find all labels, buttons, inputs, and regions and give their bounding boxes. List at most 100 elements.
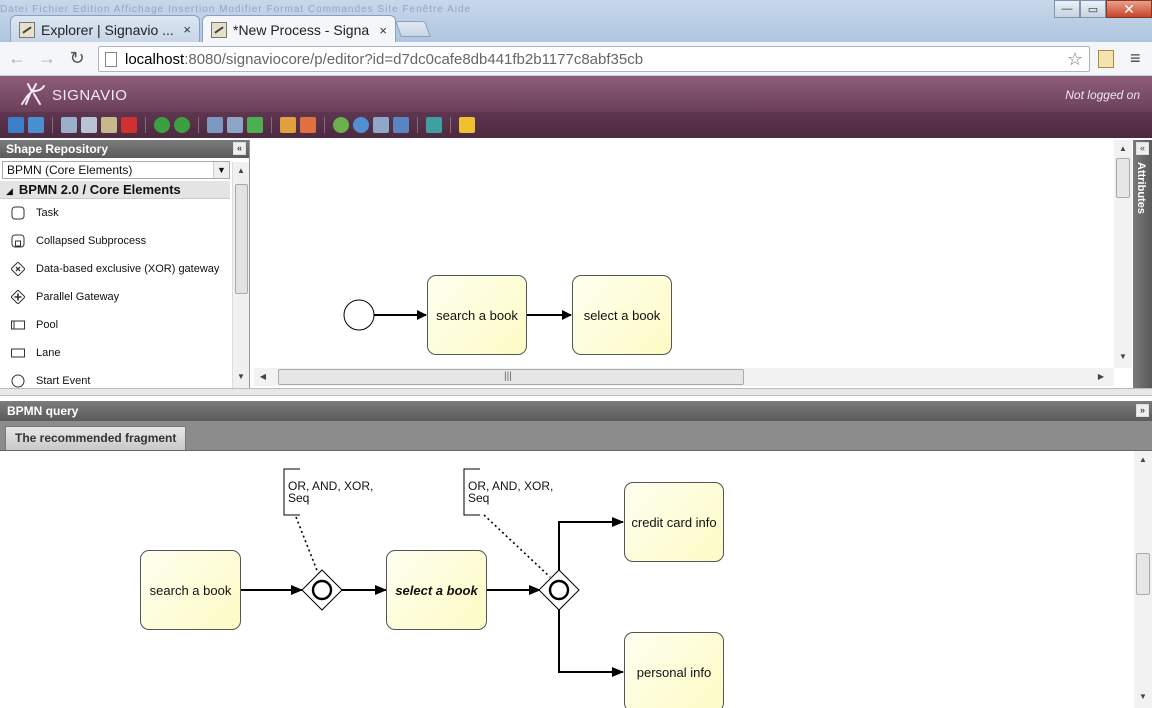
browser-menu-icon[interactable]: ≡ [1130, 48, 1141, 68]
maximize-button[interactable]: ▭ [1080, 0, 1106, 18]
fragment-task-select-a-book[interactable]: select a book [386, 550, 487, 630]
ungroup-icon[interactable] [300, 117, 316, 133]
align-left-icon[interactable] [207, 117, 223, 133]
login-status[interactable]: Not logged on [1065, 88, 1140, 102]
page-icon [105, 51, 117, 67]
toolbar-separator [145, 117, 146, 133]
group-icon[interactable] [280, 117, 296, 133]
shape-item-task[interactable]: Task [0, 199, 230, 227]
reload-button[interactable]: ↻ [69, 48, 85, 68]
expand-panel-button[interactable]: « [1136, 142, 1149, 155]
collapse-panel-button[interactable]: « [233, 142, 246, 155]
address-bar[interactable]: localhost:8080/signaviocore/p/editor?id=… [98, 46, 1090, 72]
cut-icon[interactable] [61, 117, 77, 133]
query-tab-strip: The recommended fragment [0, 421, 1152, 451]
collapse-panel-button[interactable]: » [1136, 404, 1149, 417]
shape-group-header[interactable]: ◢BPMN 2.0 / Core Elements [0, 181, 230, 199]
copy-icon[interactable] [81, 117, 97, 133]
tab-new-process[interactable]: *New Process - Signa × [202, 15, 396, 44]
scroll-down-arrow-icon[interactable]: ▼ [237, 372, 245, 381]
toolbar-separator [450, 117, 451, 133]
scroll-right-arrow-icon[interactable]: ▶ [1097, 372, 1105, 381]
forward-button[interactable]: → [38, 48, 56, 68]
shape-item-parallel-gateway[interactable]: Parallel Gateway [0, 283, 230, 311]
shape-item-start-event[interactable]: Start Event [0, 367, 230, 395]
zoom-100-icon[interactable] [373, 117, 389, 133]
shape-repository-title: Shape Repository [6, 142, 109, 156]
shape-item-pool[interactable]: Pool [0, 311, 230, 339]
fragment-task-credit-card-info[interactable]: credit card info [624, 482, 724, 562]
shape-item-label: Data-based exclusive (XOR) gateway [36, 263, 220, 275]
tab-close-icon[interactable]: × [183, 22, 191, 37]
scroll-up-arrow-icon[interactable]: ▲ [1139, 455, 1147, 464]
shape-item-collapsed-subprocess[interactable]: Collapsed Subprocess [0, 227, 230, 255]
scroll-up-arrow-icon[interactable]: ▲ [237, 166, 245, 175]
bookmark-star-icon[interactable]: ☆ [1066, 49, 1083, 69]
save-icon[interactable] [8, 117, 24, 133]
association-line[interactable] [295, 516, 319, 574]
gateway-or[interactable] [538, 569, 580, 611]
annotation-line: OR, AND, XOR, [288, 479, 374, 493]
validate-icon[interactable] [459, 117, 475, 133]
stencilset-select[interactable]: BPMN (Core Elements) ▼ [2, 161, 230, 179]
text-annotation-bracket[interactable] [463, 468, 480, 516]
text-annotation[interactable]: OR, AND, XOR, Seq [288, 480, 373, 504]
close-window-button[interactable]: ✕ [1106, 0, 1152, 18]
shape-item-lane[interactable]: Lane [0, 339, 230, 367]
attributes-panel-collapsed[interactable]: « Attributes [1133, 140, 1152, 388]
zoom-fit-icon[interactable] [393, 117, 409, 133]
browser-nav-bar: ← → ↻ localhost:8080/signaviocore/p/edit… [0, 42, 1152, 76]
delete-icon[interactable] [121, 117, 137, 133]
text-annotation-bracket[interactable] [283, 468, 300, 516]
tab-close-icon[interactable]: × [379, 22, 387, 38]
panel-splitter[interactable] [0, 388, 1152, 396]
redo-icon[interactable] [174, 117, 190, 133]
tab-title: Explorer | Signavio ... [41, 21, 174, 38]
fragment-task-personal-info[interactable]: personal info [624, 632, 724, 708]
undo-icon[interactable] [154, 117, 170, 133]
transform-icon[interactable] [426, 117, 442, 133]
background-menu-text: Datei Fichier Edition Affichage Insertio… [0, 4, 472, 15]
extension-icon[interactable] [1098, 50, 1114, 68]
scroll-down-arrow-icon[interactable]: ▼ [1139, 692, 1147, 701]
url-path: :8080/signaviocore/p/editor?id=d7dc0cafe… [184, 50, 644, 68]
start-event[interactable] [343, 299, 375, 331]
chevron-down-icon[interactable]: ▼ [213, 162, 229, 178]
new-tab-button[interactable] [395, 21, 431, 37]
editor-canvas[interactable]: search a book select a book [254, 140, 1114, 368]
shape-item-label: Collapsed Subprocess [36, 235, 147, 247]
canvas-vertical-scrollbar[interactable]: ▲ ▼ [1114, 140, 1132, 368]
save-as-icon[interactable] [28, 117, 44, 133]
sequence-flow[interactable] [558, 517, 624, 571]
fragment-task-search-a-book[interactable]: search a book [140, 550, 241, 630]
scrollbar-thumb[interactable] [1116, 158, 1130, 198]
tab-recommended-fragment[interactable]: The recommended fragment [5, 426, 187, 450]
sequence-flow[interactable] [558, 609, 624, 677]
zoom-out-icon[interactable] [353, 117, 369, 133]
fit-icon[interactable] [247, 117, 263, 133]
align-middle-icon[interactable] [227, 117, 243, 133]
zoom-in-icon[interactable] [333, 117, 349, 133]
back-button[interactable]: ← [8, 48, 26, 68]
canvas-task-select-a-book[interactable]: select a book [572, 275, 672, 355]
fragment-vertical-scrollbar[interactable]: ▲ ▼ [1134, 451, 1152, 708]
scrollbar-thumb[interactable] [1136, 553, 1150, 595]
scroll-left-arrow-icon[interactable]: ◀ [259, 372, 267, 381]
toolbar-separator [271, 117, 272, 133]
scroll-up-arrow-icon[interactable]: ▲ [1119, 144, 1127, 153]
canvas-horizontal-scrollbar[interactable]: ◀ ||| ▶ [254, 368, 1114, 386]
text-annotation[interactable]: OR, AND, XOR, Seq [468, 480, 553, 504]
minimize-button[interactable]: — [1054, 0, 1080, 18]
scrollbar-thumb[interactable] [235, 184, 248, 294]
shape-repository-header: Shape Repository « [0, 140, 249, 158]
scrollbar-thumb[interactable]: ||| [278, 369, 744, 385]
gateway-or[interactable] [301, 569, 343, 611]
association-line[interactable] [483, 514, 551, 578]
tab-explorer[interactable]: Explorer | Signavio ... × [10, 15, 200, 43]
scroll-down-arrow-icon[interactable]: ▼ [1119, 352, 1127, 361]
shape-item-xor-gateway[interactable]: Data-based exclusive (XOR) gateway [0, 255, 230, 283]
canvas-task-search-a-book[interactable]: search a book [427, 275, 527, 355]
shape-repository-scrollbar[interactable]: ▲ ▼ [232, 162, 249, 388]
paste-icon[interactable] [101, 117, 117, 133]
toolbar-separator [417, 117, 418, 133]
